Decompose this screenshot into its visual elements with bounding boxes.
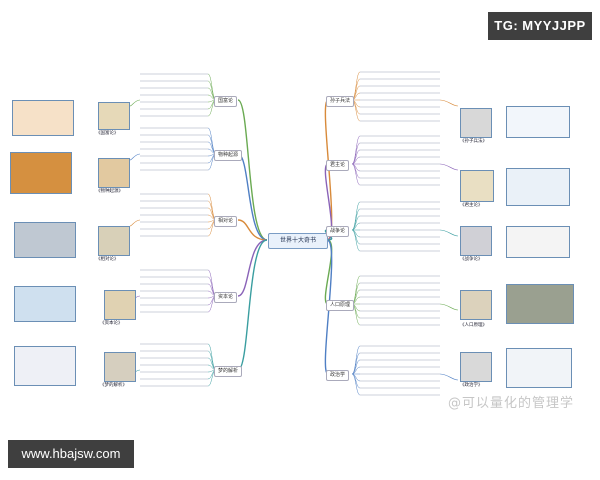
- branch-label: 物种起源: [214, 150, 243, 161]
- branch-connector: [324, 239, 333, 305]
- book-cover-thumbnail: [98, 158, 130, 188]
- book-cover-thumbnail: [104, 290, 136, 320]
- book-caption: 《战争论》: [460, 257, 483, 262]
- book-illustration-thumbnail: [506, 284, 574, 324]
- book-cover-thumbnail: [460, 226, 492, 256]
- branch-label: 君主论: [326, 160, 350, 171]
- note-connector: [351, 229, 361, 252]
- book-caption: 《相对论》: [96, 257, 119, 262]
- book-illustration-thumbnail: [506, 106, 570, 138]
- note-connector: [351, 201, 361, 231]
- thumb-connector: [439, 99, 459, 107]
- book-illustration-thumbnail: [10, 152, 72, 194]
- note-connector: [351, 163, 361, 179]
- book-caption: 《梦的解析》: [100, 383, 127, 388]
- thumb-connector: [129, 219, 141, 227]
- branch-label: 战争论: [326, 226, 350, 237]
- center-topic: 世界十大奇书: [268, 233, 328, 249]
- book-illustration-thumbnail: [506, 348, 572, 388]
- note-connector: [351, 345, 361, 375]
- book-cover-thumbnail: [460, 108, 492, 138]
- watermark-overlay: @可以量化的管理学: [447, 396, 574, 411]
- note-connector: [351, 215, 361, 231]
- book-illustration-thumbnail: [506, 168, 570, 206]
- branch-label: 孙子兵法: [326, 96, 355, 107]
- book-cover-thumbnail: [104, 352, 136, 382]
- branch-connector: [237, 219, 268, 241]
- note-connector: [351, 359, 361, 375]
- book-caption: 《人口原理》: [460, 323, 487, 328]
- branch-label: 人口原理: [326, 300, 355, 311]
- book-caption: 《政治学》: [460, 383, 483, 388]
- thumb-connector: [439, 229, 459, 237]
- note-connector: [351, 163, 361, 186]
- book-cover-thumbnail: [98, 226, 130, 256]
- thumb-connector: [439, 373, 459, 381]
- note-connector: [351, 373, 361, 389]
- branch-label: 相对论: [214, 216, 238, 227]
- book-caption: 《国富论》: [96, 131, 119, 136]
- watermark-top-right: TG: MYYJJPP: [488, 12, 592, 40]
- book-illustration-thumbnail: [14, 286, 76, 322]
- book-caption: 《资本论》: [100, 321, 123, 326]
- book-illustration-thumbnail: [14, 222, 76, 258]
- book-cover-thumbnail: [460, 352, 492, 382]
- note-connector: [351, 229, 361, 245]
- thumb-connector: [439, 303, 459, 311]
- branch-label: 政治学: [326, 370, 350, 381]
- book-cover-thumbnail: [98, 102, 130, 130]
- thumb-connector: [129, 153, 141, 161]
- watermark-bottom-left: www.hbajsw.com: [8, 440, 134, 468]
- branch-label: 国富论: [214, 96, 238, 107]
- branch-label: 资本论: [214, 292, 238, 303]
- note-connector: [351, 373, 361, 396]
- branch-connector: [237, 99, 268, 241]
- book-illustration-thumbnail: [12, 100, 74, 136]
- book-cover-thumbnail: [460, 290, 492, 320]
- book-caption: 《物种起源》: [96, 189, 123, 194]
- branch-connector: [237, 239, 268, 371]
- book-caption: 《君主论》: [460, 203, 483, 208]
- book-illustration-thumbnail: [506, 226, 570, 258]
- branch-connector: [324, 163, 333, 241]
- thumb-connector: [439, 163, 459, 171]
- book-illustration-thumbnail: [14, 346, 76, 386]
- book-caption: 《孙子兵法》: [460, 139, 487, 144]
- note-connector: [351, 135, 361, 165]
- branch-connector: [237, 239, 268, 297]
- thumb-connector: [129, 99, 141, 107]
- book-cover-thumbnail: [460, 170, 494, 202]
- branch-label: 梦的解析: [214, 366, 243, 377]
- note-connector: [351, 149, 361, 165]
